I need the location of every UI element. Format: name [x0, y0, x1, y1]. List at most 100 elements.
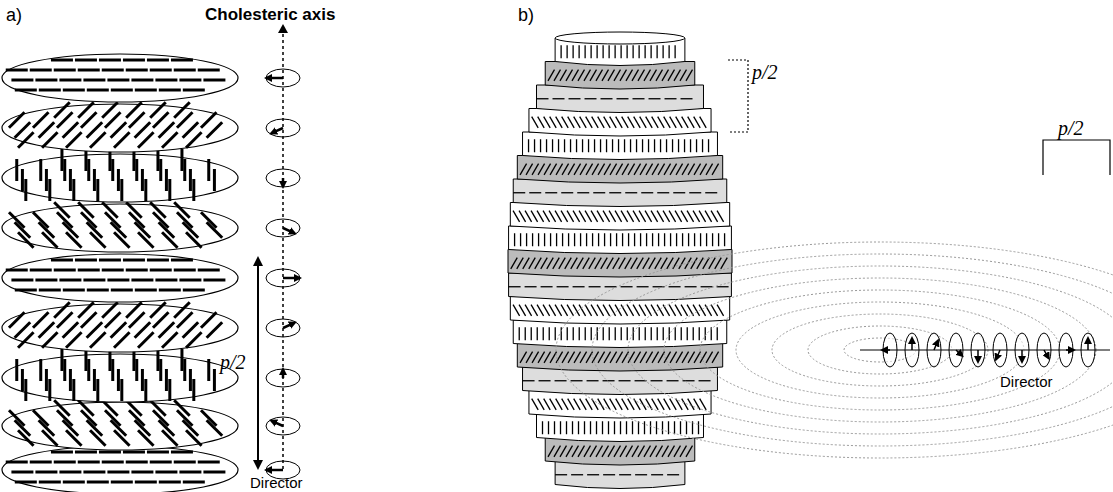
- molecule-dash: [520, 352, 527, 363]
- molecule-dash: [717, 327, 718, 340]
- molecule-dash: [589, 286, 601, 287]
- molecule-dash: [688, 233, 689, 246]
- molecule-dash: [632, 421, 633, 434]
- molecule-dash: [618, 139, 619, 152]
- molecule-dash: [42, 232, 58, 248]
- molecule-dash: [683, 380, 695, 381]
- molecule-dash: [619, 474, 631, 475]
- molecule-dash: [72, 379, 75, 401]
- molecule-dash: [560, 421, 561, 434]
- small-disk: [266, 269, 300, 287]
- molecule-dash: [102, 69, 124, 72]
- molecule-dash: [526, 233, 527, 246]
- molecule-dash: [674, 70, 681, 81]
- molecule-dash: [669, 211, 676, 222]
- molecule-dash: [528, 139, 529, 152]
- pitch-arrow: [257, 258, 259, 468]
- molecule-dash: [633, 305, 640, 316]
- molecule-dash: [213, 169, 216, 191]
- molecule-dash: [129, 312, 145, 328]
- molecule-dash: [604, 164, 611, 175]
- director-arrow: [271, 128, 283, 133]
- director-arrow: [283, 323, 295, 328]
- molecule-dash: [608, 421, 609, 434]
- pitch-label: p/2: [752, 62, 778, 82]
- molecule-dash: [553, 98, 565, 99]
- molecule-dash: [562, 164, 569, 175]
- small-disk: [266, 169, 300, 187]
- molecule-dash: [111, 289, 133, 292]
- molecule-dash: [637, 258, 644, 269]
- molecule-dash: [117, 369, 120, 391]
- molecule-dash: [682, 233, 683, 246]
- molecule-dash: [6, 69, 28, 72]
- molecule-dash: [610, 399, 617, 410]
- molecule-dash: [584, 421, 585, 434]
- molecule-dash: [585, 211, 592, 222]
- disk-layer: [2, 254, 238, 302]
- molecule-dash: [542, 421, 543, 434]
- molecule-dash: [562, 352, 569, 363]
- molecule-dash: [596, 70, 603, 81]
- molecule-dash: [123, 451, 145, 454]
- molecule-dash: [96, 379, 99, 401]
- molecule-dash: [87, 159, 90, 181]
- molecule-dash: [549, 211, 556, 222]
- molecule-dash: [111, 481, 133, 484]
- director-arrow: [283, 277, 300, 280]
- molecule-dash: [156, 349, 159, 371]
- molecule-dash: [99, 451, 121, 454]
- molecule-dash: [63, 359, 66, 381]
- molecule-dash: [60, 149, 63, 171]
- molecule-dash: [613, 258, 620, 269]
- molecule-dash: [567, 305, 574, 316]
- molecule-dash: [201, 312, 217, 328]
- director-column: [266, 24, 300, 479]
- molecule-dash: [598, 164, 605, 175]
- disk: [2, 402, 238, 450]
- molecule-dash: [117, 169, 120, 191]
- molecule-dash: [680, 421, 681, 434]
- molecule-dash: [638, 70, 645, 81]
- molecule-dash: [634, 117, 641, 128]
- molecule-dash: [662, 421, 663, 434]
- molecule-dash: [680, 446, 687, 457]
- molecule-dash: [591, 327, 592, 340]
- molecule-dash: [549, 305, 556, 316]
- molecule-dash: [622, 117, 629, 128]
- molecule-dash: [554, 446, 561, 457]
- molecule-dash: [568, 117, 575, 128]
- molecule-dash: [180, 149, 183, 171]
- molecule-dash: [84, 149, 87, 171]
- molecule-dash: [576, 139, 577, 152]
- molecule-dash: [135, 89, 157, 92]
- molecule-dash: [628, 164, 635, 175]
- molecule-dash: [566, 446, 573, 457]
- molecule-dash: [636, 139, 637, 152]
- molecule-dash: [35, 79, 57, 82]
- molecule-dash: [541, 286, 553, 287]
- molecule-dash: [657, 327, 658, 340]
- helix-axis: [860, 350, 1110, 351]
- molecule-dash: [555, 327, 556, 340]
- molecule-dash: [678, 139, 679, 152]
- molecule-dash: [574, 352, 581, 363]
- panel-letter: a): [6, 6, 22, 24]
- molecule-dash: [652, 164, 659, 175]
- molecule-dash: [556, 399, 563, 410]
- molecule-dash: [87, 122, 103, 138]
- molecule-dash: [642, 139, 643, 152]
- molecule-dash: [708, 139, 709, 152]
- molecule-dash: [649, 258, 656, 269]
- molecule-dash: [660, 139, 661, 152]
- molecule-dash: [523, 258, 530, 269]
- molecule-dash: [609, 327, 610, 340]
- molecule-dash: [63, 122, 79, 138]
- molecule-dash: [688, 117, 695, 128]
- molecule-dash: [532, 352, 539, 363]
- molecule-dash: [620, 421, 621, 434]
- molecule-dash: [699, 211, 706, 222]
- molecule-dash: [663, 327, 664, 340]
- disk: [2, 354, 238, 402]
- molecule-dash: [39, 159, 42, 181]
